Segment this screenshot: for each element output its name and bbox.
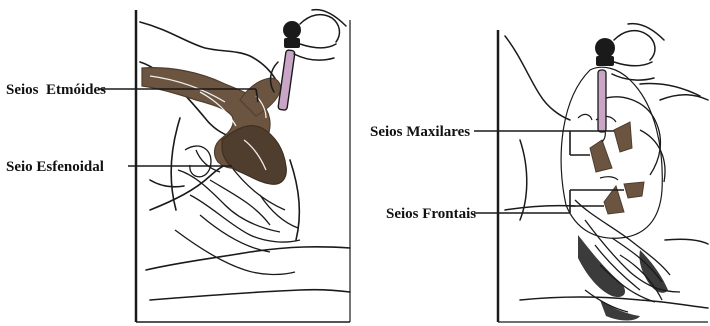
label-seios-maxilares: Seios Maxilares	[370, 124, 470, 140]
esfenoid-sinus-shape	[222, 126, 286, 185]
right-panel	[474, 24, 708, 322]
right-dropper-tube	[598, 70, 606, 132]
label-seio-esfenoidal: Seio Esfenoidal	[6, 159, 104, 175]
right-hair-shadow	[578, 235, 668, 321]
label-seios-etmoides: Seios Etmóides	[6, 82, 106, 98]
maxilar-sinus-right	[614, 122, 632, 152]
frontal-sinus-right	[624, 182, 644, 198]
label-seios-frontais: Seios Frontais	[386, 206, 476, 222]
right-sinus-cavities	[590, 122, 644, 214]
left-sinus-cavities	[142, 68, 286, 185]
left-dropper	[278, 21, 301, 110]
maxilar-sinus-left	[590, 140, 612, 172]
left-dropper-bulb	[283, 21, 301, 39]
right-dropper-bulb	[595, 38, 615, 58]
left-panel	[98, 10, 350, 322]
left-dropper-tube	[278, 50, 295, 111]
